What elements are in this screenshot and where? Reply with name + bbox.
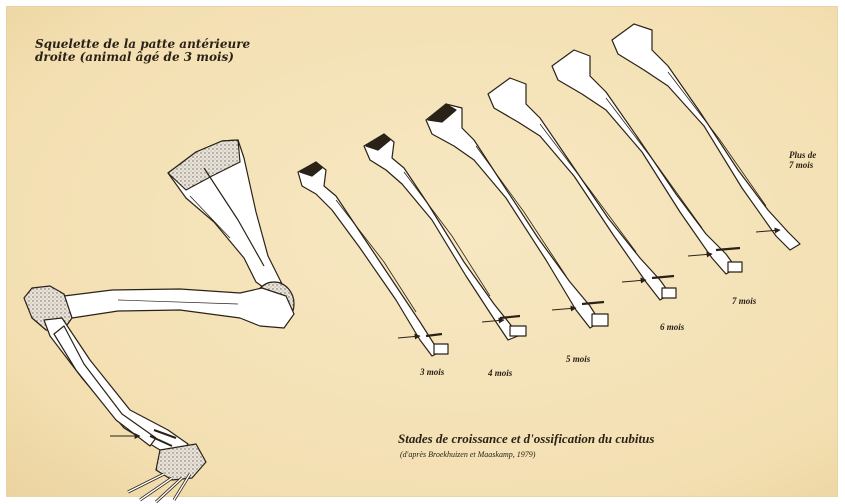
ulna-stage-6-mois (488, 78, 676, 300)
figure-caption: Stades de croissance et d'ossification d… (398, 432, 654, 446)
forelimb-skeleton (24, 140, 294, 502)
stage-label-plus-de-line-2: 7 mois (789, 161, 816, 171)
ulna-stage-4-mois (364, 134, 526, 340)
stage-label-3-mois: 3 mois (420, 368, 444, 378)
stage-label-plus-de-7-mois: Plus de 7 mois (789, 151, 816, 171)
stage-label-5-mois: 5 mois (566, 355, 590, 365)
ulna-stages (298, 24, 800, 356)
ulna-stage-plus-de-7-mois (612, 24, 800, 250)
figure-source: (d'après Broekhuizen et Maaskamp, 1979) (400, 451, 535, 460)
main-title-line-2: droite (animal âgé de 3 mois) (35, 51, 250, 64)
stage-label-6-mois: 6 mois (660, 323, 684, 333)
ulna-stage-5-mois (426, 104, 608, 328)
main-title: Squelette de la patte antérieure droite … (35, 38, 250, 64)
stage-label-7-mois: 7 mois (732, 297, 756, 307)
ulna-stage-7-mois (552, 50, 742, 274)
humerus (64, 288, 294, 328)
ulna-stage-3-mois (298, 162, 448, 356)
stage-label-4-mois: 4 mois (488, 369, 512, 379)
